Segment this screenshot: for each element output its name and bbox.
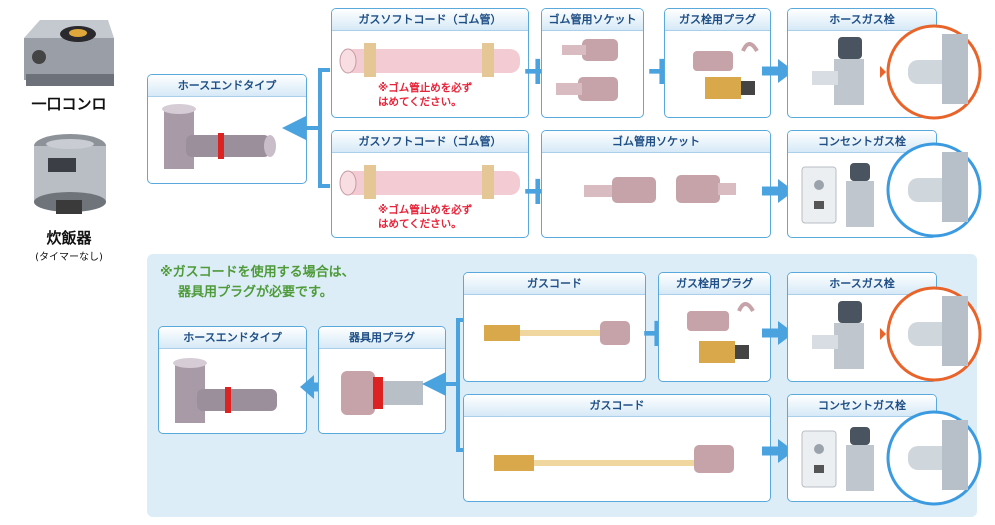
rubber-hose-icon: [339, 43, 520, 77]
panel-title: ホースガス栓: [788, 273, 936, 295]
top-row1-plug-panel: ガス栓用プラグ: [664, 8, 771, 118]
appliance-plug-panel: 器具用プラグ: [318, 326, 446, 434]
panel-title: コンセントガス栓: [788, 131, 936, 153]
note-line: ※ガスコードを使用する場合は、: [160, 265, 355, 280]
arrow-right: [762, 179, 794, 203]
outlet-gas-valve-icon: [801, 427, 874, 491]
appliance-plug-icon: [341, 371, 423, 415]
note-line: はめてください。: [378, 96, 462, 108]
outlet-valve-detail-circle: [886, 410, 982, 506]
note-line: はめてください。: [378, 218, 462, 230]
arrow-right: [762, 321, 794, 345]
panel-title: ゴム管用ソケット: [542, 131, 770, 153]
stove-image: [18, 8, 120, 90]
panel-title: 器具用プラグ: [319, 327, 445, 349]
panel-title: ガスコード: [464, 395, 770, 417]
hose-gas-valve-icon: [812, 301, 864, 369]
gas-cord-icon: [494, 445, 734, 473]
cord-warning-note: ※ゴム管止めを必ず はめてください。: [378, 81, 472, 109]
gas-cord-icon: [484, 321, 630, 345]
top-row2-cord-panel: ガスソフトコード（ゴム管） ※ゴム管止めを必ず はめてください。: [331, 130, 529, 238]
bottom-row2-cord-panel: ガスコード: [463, 394, 771, 502]
arrow-right: [762, 59, 794, 83]
panel-title: ガスソフトコード（ゴム管）: [332, 131, 528, 153]
panel-title: ガス栓用プラグ: [659, 273, 770, 295]
hose-end-fitting-icon: [173, 358, 277, 423]
rice-cooker-label: 炊飯器: [46, 229, 92, 247]
panel-title: ゴム管用ソケット: [542, 9, 643, 31]
rice-cooker-icon: [34, 134, 106, 214]
panel-title: ガスコード: [464, 273, 645, 295]
arrow-right: [762, 439, 794, 463]
bottom-connector-lines: [422, 318, 465, 452]
hose-valve-detail-circle: [880, 286, 982, 382]
outlet-gas-valve-icon: [801, 163, 874, 227]
top-connector-lines: [282, 68, 330, 188]
note-line: ※ゴム管止めを必ず: [378, 82, 473, 94]
panel-title: ホースガス栓: [788, 9, 936, 31]
hose-valve-detail-circle: [880, 24, 982, 120]
note-line: ※ゴム管止めを必ず: [378, 204, 473, 216]
bottom-hose-end-panel: ホースエンドタイプ: [158, 326, 307, 434]
panel-title: ガスソフトコード（ゴム管）: [332, 9, 528, 31]
top-hose-end-panel: ホースエンドタイプ: [147, 74, 307, 184]
panel-title: コンセントガス栓: [788, 395, 936, 417]
panel-title: ガス栓用プラグ: [665, 9, 770, 31]
outlet-valve-detail-circle: [886, 142, 982, 238]
rice-cooker-image: [26, 128, 114, 220]
top-row1-cord-panel: ガスソフトコード（ゴム管） ※ゴム管止めを必ず はめてください。: [331, 8, 529, 118]
hose-end-fitting-icon: [162, 104, 276, 169]
bottom-row1-cord-panel: ガスコード: [463, 272, 646, 382]
valve-plug-icon: [687, 302, 755, 363]
rubber-hose-socket-icon: [556, 39, 618, 101]
hose-gas-valve-icon: [812, 37, 864, 105]
stove-icon: [24, 20, 114, 86]
panel-title: ホースエンドタイプ: [148, 75, 306, 97]
gas-cord-note: ※ガスコードを使用する場合は、 器具用プラグが必要です。: [160, 263, 355, 303]
rubber-hose-socket-icon: [584, 175, 736, 203]
bottom-row1-plug-panel: ガス栓用プラグ: [658, 272, 771, 382]
top-row1-socket-panel: ゴム管用ソケット: [541, 8, 644, 118]
note-line: 器具用プラグが必要です。: [178, 285, 333, 300]
panel-title: ホースエンドタイプ: [159, 327, 306, 349]
cord-warning-note: ※ゴム管止めを必ず はめてください。: [378, 203, 472, 231]
rubber-hose-icon: [339, 165, 520, 199]
top-row2-socket-panel: ゴム管用ソケット: [541, 130, 771, 238]
rice-cooker-sublabel: (タイマーなし): [35, 252, 103, 263]
valve-plug-icon: [693, 42, 759, 99]
stove-label: 一口コンロ: [31, 95, 107, 113]
